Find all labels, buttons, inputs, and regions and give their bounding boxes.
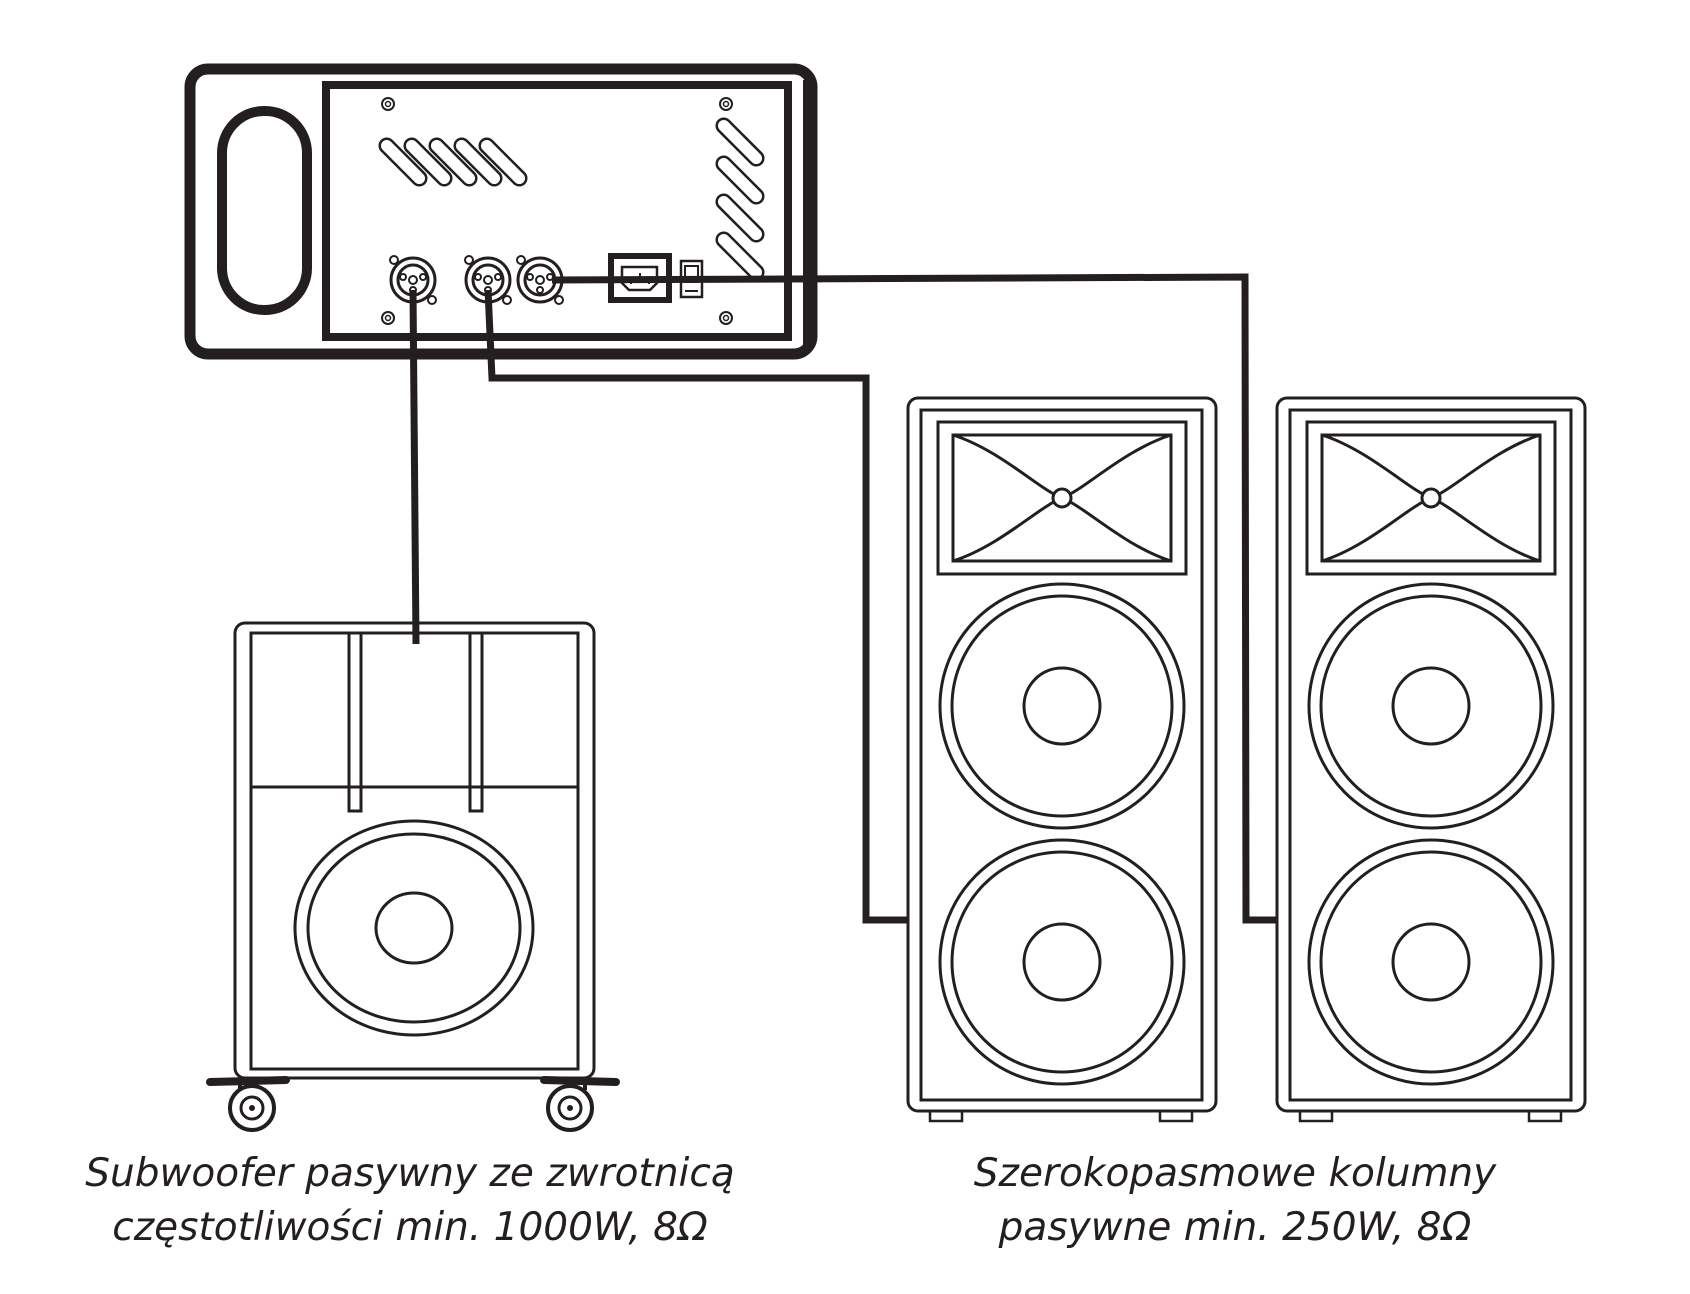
- fullrange-caption-line2: pasywne min. 250W, 8Ω: [998, 1205, 1472, 1250]
- woofer-driver: [1307, 582, 1555, 830]
- fullrange-caption-line1: Szerokopasmowe kolumny: [973, 1151, 1497, 1196]
- woofer-driver: [1307, 838, 1555, 1086]
- speaker-cables: [409, 273, 1277, 924]
- amplifier: [184, 63, 818, 360]
- subwoofer: [206, 621, 620, 1132]
- caster-wheel-icon: [206, 1076, 290, 1132]
- subwoofer-rail: [347, 631, 363, 813]
- speakon-jack-right: [516, 255, 564, 305]
- caster-wheel-icon: [540, 1076, 620, 1132]
- vent-grille-right: [712, 114, 768, 284]
- subwoofer-caption-line1: Subwoofer pasywny ze zwrotnicą: [85, 1151, 735, 1196]
- woofer-driver: [938, 582, 1186, 830]
- screw-icon: [719, 311, 733, 325]
- subwoofer-rail: [468, 631, 484, 813]
- subwoofer-cabinet: [233, 621, 596, 1080]
- woofer-driver: [938, 838, 1186, 1086]
- fullrange-speaker-left: [906, 396, 1218, 1123]
- speaker-foot: [1527, 1109, 1563, 1123]
- subwoofer-caption: Subwoofer pasywny ze zwrotnicą częstotli…: [20, 1147, 800, 1255]
- horn-tweeter: [1321, 433, 1541, 563]
- speakon-jack-subwoofer: [389, 255, 437, 305]
- horn-tweeter: [952, 433, 1172, 563]
- fullrange-caption: Szerokopasmowe kolumny pasywne min. 250W…: [900, 1147, 1570, 1255]
- screw-icon: [381, 311, 395, 325]
- amplifier-handle: [217, 106, 312, 315]
- screw-icon: [719, 97, 733, 111]
- speaker-foot: [1158, 1109, 1194, 1123]
- vent-grille-left: [375, 134, 531, 190]
- speaker-foot: [1298, 1109, 1334, 1123]
- amplifier-outer-frame: [184, 63, 818, 360]
- cable-subwoofer: [409, 289, 420, 645]
- fullrange-speaker-right: [1275, 396, 1587, 1123]
- screw-icon: [381, 97, 395, 111]
- subwoofer-caption-line2: częstotliwości min. 1000W, 8Ω: [112, 1205, 708, 1250]
- woofer-driver: [293, 819, 535, 1037]
- speaker-foot: [928, 1109, 964, 1123]
- speakon-jack-left: [464, 255, 512, 305]
- cable-left-speaker: [484, 289, 908, 924]
- cable-right-speaker: [551, 273, 1277, 924]
- amplifier-rear-panel: [322, 81, 792, 341]
